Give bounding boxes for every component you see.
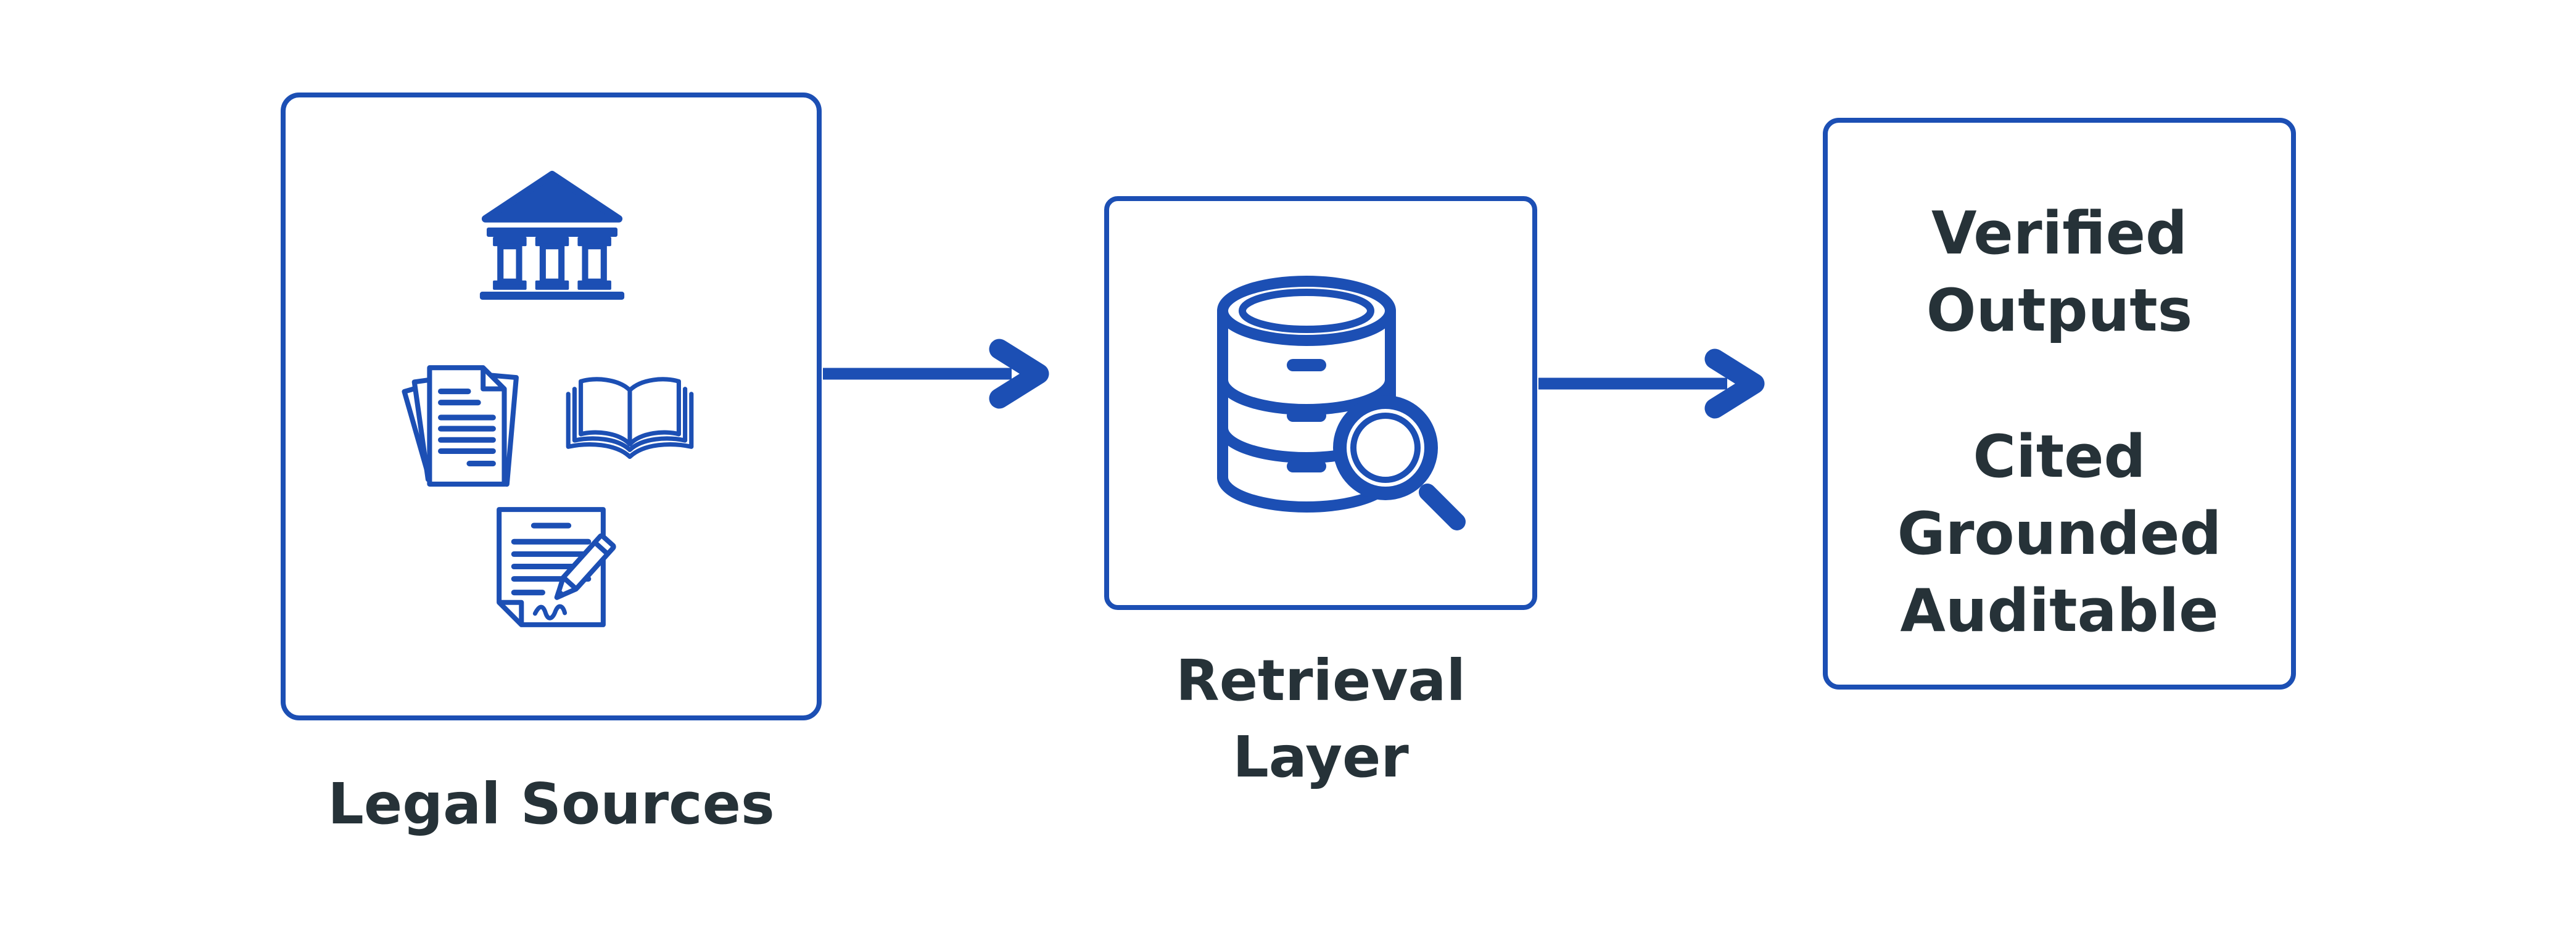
verified-outputs-text: Verified Outputs Cited Grounded Auditabl… [1828,196,2291,650]
open-book-icon [566,377,694,459]
outputs-title-line2: Outputs [1926,277,2193,345]
outputs-quality-grounded: Grounded [1897,500,2222,568]
contract-signing-icon [497,507,616,627]
flow-arrow-retrieval-to-outputs [1538,348,1765,419]
verified-outputs-box: Verified Outputs Cited Grounded Auditabl… [1823,118,2296,690]
outputs-title-line1: Verified [1931,200,2188,268]
magnifier-glass [1333,395,1466,530]
outputs-quality-auditable: Auditable [1900,577,2219,645]
retrieval-layer-box [1104,196,1537,610]
courthouse-icon [479,171,625,300]
database-search-icon [1217,276,1466,530]
flow-arrow-legal-to-retrieval [823,339,1049,409]
legal-sources-label: Legal Sources [328,771,775,837]
outputs-spacer [1828,350,2291,419]
outputs-quality-cited: Cited [1973,423,2146,491]
documents-icon [402,365,519,487]
legal-sources-box [281,93,822,720]
retrieval-layer-label-line1: Retrieval [1175,648,1466,714]
retrieval-layer-label-line2: Layer [1232,724,1409,790]
retrieval-layer-label: Retrieval Layer [1104,643,1537,796]
